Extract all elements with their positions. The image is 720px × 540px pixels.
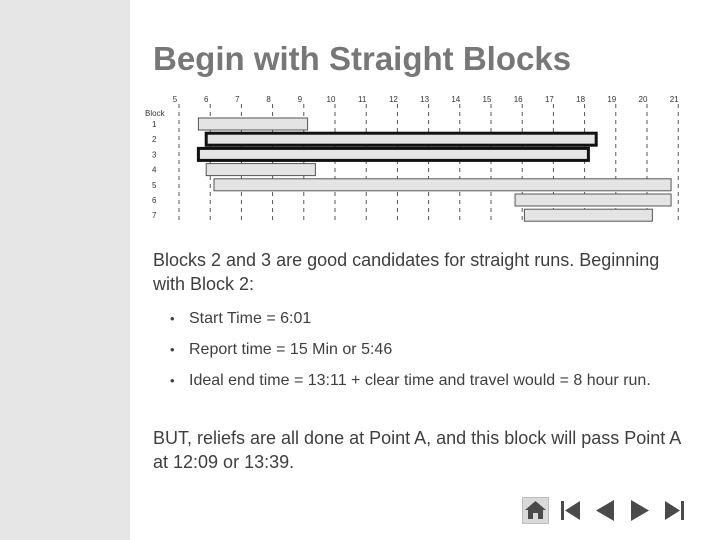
block-bar bbox=[514, 193, 672, 207]
block-row-label: 2 bbox=[152, 135, 157, 144]
block-bar bbox=[197, 117, 309, 131]
hour-tick-label: 11 bbox=[358, 95, 367, 104]
hour-tick-label: 20 bbox=[639, 95, 648, 104]
hour-tick-label: 21 bbox=[670, 95, 679, 104]
intro-paragraph: Blocks 2 and 3 are good candidates for s… bbox=[153, 250, 660, 294]
block-bar bbox=[204, 131, 598, 147]
hour-tick-label: 8 bbox=[266, 95, 271, 104]
block-row-label: 7 bbox=[152, 211, 157, 220]
home-icon bbox=[522, 497, 549, 524]
bullet-item: • Ideal end time = 13:11 + clear time and… bbox=[170, 370, 690, 391]
slide-title: Begin with Straight Blocks bbox=[153, 40, 572, 77]
first-icon bbox=[561, 501, 580, 520]
previous-icon bbox=[596, 500, 614, 521]
bullet-item: • Report time = 15 Min or 5:46 bbox=[170, 339, 690, 360]
hour-tick-label: 7 bbox=[235, 95, 240, 104]
block-row-label: 1 bbox=[152, 120, 157, 129]
hour-tick-label: 14 bbox=[451, 95, 460, 104]
first-slide-button[interactable] bbox=[557, 497, 584, 524]
block-row-label: 4 bbox=[152, 166, 157, 175]
hour-tick-label: 5 bbox=[173, 95, 178, 104]
bullet-text: Report time = 15 Min or 5:46 bbox=[189, 341, 393, 358]
block-bar bbox=[196, 146, 590, 162]
hour-tick-label: 13 bbox=[420, 95, 429, 104]
hour-tick-label: 19 bbox=[607, 95, 616, 104]
hour-tick-label: 16 bbox=[514, 95, 523, 104]
home-button[interactable] bbox=[522, 497, 549, 524]
block-row-label: 3 bbox=[152, 150, 157, 159]
block-row-label: 5 bbox=[152, 181, 157, 190]
bullet-item: • Start Time = 6:01 bbox=[170, 308, 690, 329]
hour-tick-label: 17 bbox=[545, 95, 554, 104]
hour-tick-label: 6 bbox=[204, 95, 209, 104]
hour-tick-label: 15 bbox=[483, 95, 492, 104]
block-bar bbox=[205, 163, 316, 177]
hour-tick-label: 18 bbox=[576, 95, 585, 104]
block-row-label: 6 bbox=[152, 196, 157, 205]
last-icon bbox=[665, 501, 684, 520]
hour-tick-label: 9 bbox=[298, 95, 303, 104]
hour-tick-label: 10 bbox=[327, 95, 336, 104]
bullet-list: • Start Time = 6:01 • Report time = 15 Min… bbox=[170, 308, 690, 401]
previous-slide-button[interactable] bbox=[592, 497, 619, 524]
hour-tick-label: 12 bbox=[389, 95, 398, 104]
bullet-marker: • bbox=[170, 373, 175, 388]
next-slide-button[interactable] bbox=[626, 497, 653, 524]
bullet-text: Start Time = 6:01 bbox=[189, 310, 312, 327]
next-icon bbox=[631, 500, 649, 521]
bullet-text: Ideal end time = 13:11 + clear time and … bbox=[189, 372, 651, 389]
block-bar bbox=[523, 208, 653, 222]
outro-paragraph: BUT, reliefs are all done at Point A, an… bbox=[153, 428, 681, 472]
block-axis-label: Block bbox=[145, 109, 166, 118]
bullet-marker: • bbox=[170, 342, 175, 357]
bullet-marker: • bbox=[170, 311, 175, 326]
side-panel bbox=[0, 0, 130, 540]
last-slide-button[interactable] bbox=[661, 497, 688, 524]
block-bar bbox=[213, 178, 672, 192]
